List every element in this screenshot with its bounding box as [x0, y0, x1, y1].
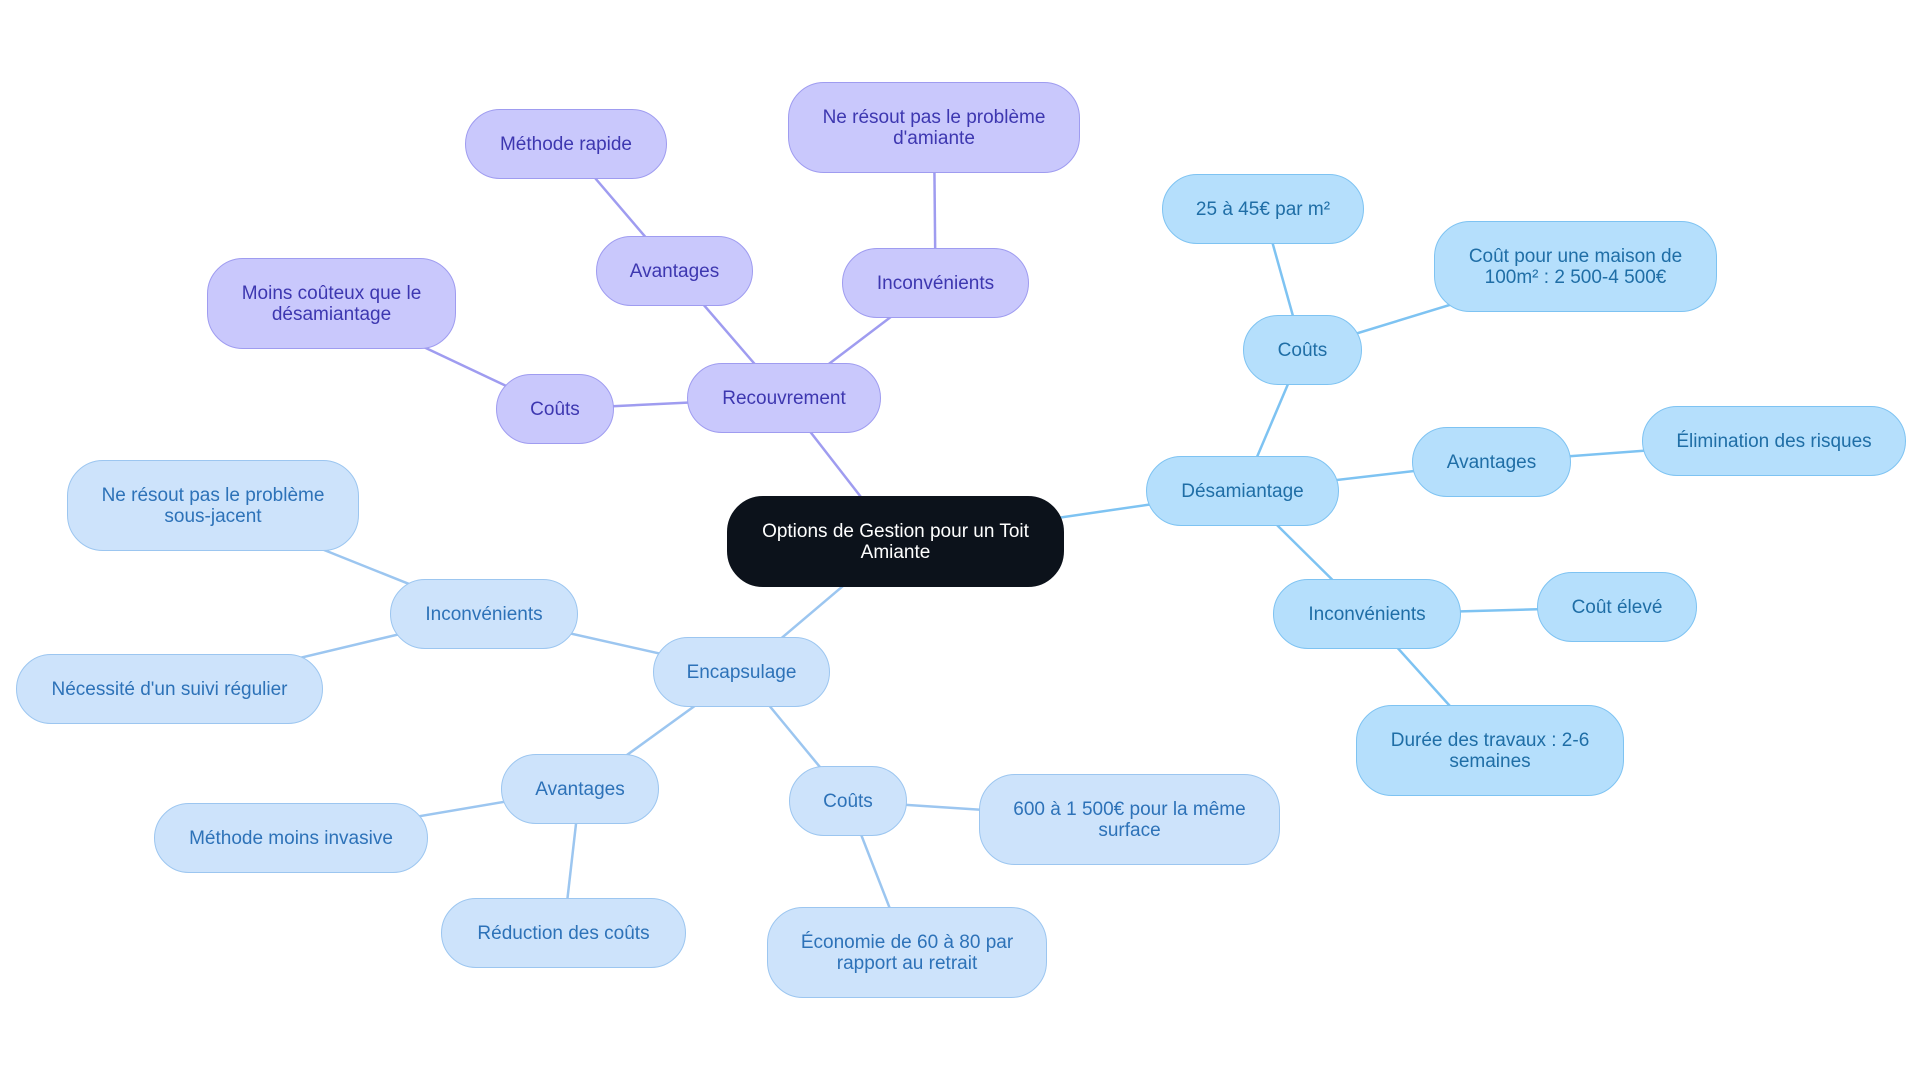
recouvrement-avantages-node: Avantages	[596, 236, 753, 306]
encapsulage-inconvenients-node: Inconvénients	[390, 579, 578, 649]
desamiantage-node: Désamiantage	[1146, 456, 1339, 526]
encapsulage-avantages-node: Avantages	[501, 754, 659, 824]
encapsulage-avantages-item: Réduction des coûts	[441, 898, 686, 968]
encapsulage-couts-node: Coûts	[789, 766, 907, 836]
encapsulage-node: Encapsulage	[653, 637, 830, 707]
encapsulage-couts-item: Économie de 60 à 80 par rapport au retra…	[767, 907, 1047, 998]
recouvrement-avantages-item: Méthode rapide	[465, 109, 667, 179]
desamiantage-couts-item: 25 à 45€ par m²	[1162, 174, 1364, 244]
desamiantage-couts-item: Coût pour une maison de 100m² : 2 500-4 …	[1434, 221, 1717, 312]
root-node: Options de Gestion pour un Toit Amiante	[727, 496, 1064, 587]
recouvrement-inconvenients-item: Ne résout pas le problème d'amiante	[788, 82, 1080, 173]
encapsulage-inconvenients-item: Nécessité d'un suivi régulier	[16, 654, 323, 724]
desamiantage-inconvenients-node: Inconvénients	[1273, 579, 1461, 649]
recouvrement-node: Recouvrement	[687, 363, 881, 433]
desamiantage-avantages-node: Avantages	[1412, 427, 1571, 497]
encapsulage-inconvenients-item: Ne résout pas le problème sous-jacent	[67, 460, 359, 551]
encapsulage-couts-item: 600 à 1 500€ pour la même surface	[979, 774, 1280, 865]
desamiantage-couts-node: Coûts	[1243, 315, 1362, 385]
encapsulage-avantages-item: Méthode moins invasive	[154, 803, 428, 873]
recouvrement-inconvenients-node: Inconvénients	[842, 248, 1029, 318]
recouvrement-couts-item: Moins coûteux que le désamiantage	[207, 258, 456, 349]
desamiantage-avantages-item: Élimination des risques	[1642, 406, 1906, 476]
recouvrement-couts-node: Coûts	[496, 374, 614, 444]
desamiantage-inconvenients-item: Coût élevé	[1537, 572, 1697, 642]
desamiantage-inconvenients-item: Durée des travaux : 2-6 semaines	[1356, 705, 1624, 796]
